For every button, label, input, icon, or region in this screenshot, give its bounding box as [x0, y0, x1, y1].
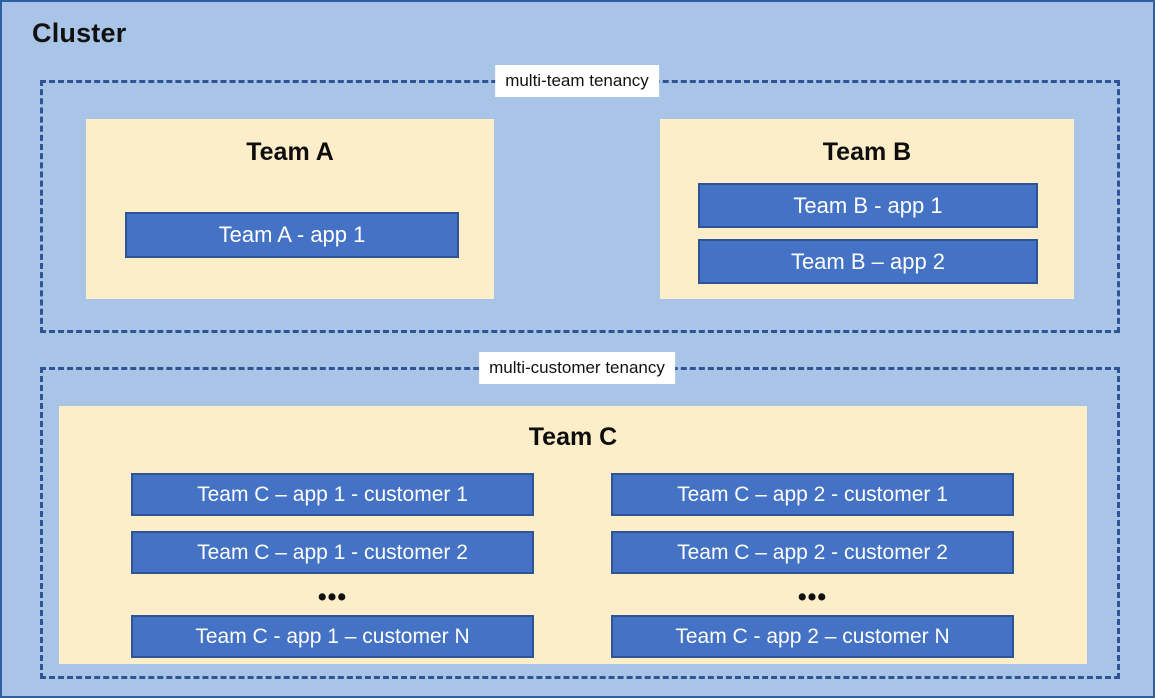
team-c-heading: Team C: [528, 423, 618, 451]
app-team-c-app-2-customer-n[interactable]: Team C - app 2 – customer N: [611, 615, 1014, 658]
app-team-a-app-1[interactable]: Team A - app 1: [125, 212, 459, 258]
ellipsis-team-c-app-2: •••: [797, 583, 828, 611]
tenancy-label-multi-customer: multi-customer tenancy: [479, 352, 675, 384]
tenancy-label-multi-team: multi-team tenancy: [495, 65, 659, 97]
team-b-heading: Team B: [822, 138, 912, 166]
app-team-c-app-2-customer-1[interactable]: Team C – app 2 - customer 1: [611, 473, 1014, 516]
app-team-c-app-1-customer-1[interactable]: Team C – app 1 - customer 1: [131, 473, 534, 516]
ellipsis-team-c-app-1: •••: [317, 583, 348, 611]
app-team-b-app-1[interactable]: Team B - app 1: [698, 183, 1038, 228]
app-team-c-app-1-customer-2[interactable]: Team C – app 1 - customer 2: [131, 531, 534, 574]
team-box-c: Team C Team C – app 1 - customer 1 Team …: [59, 406, 1087, 664]
team-box-b: Team B Team B - app 1 Team B – app 2: [660, 119, 1074, 299]
team-a-heading: Team A: [246, 138, 334, 166]
team-box-a: Team A Team A - app 1: [86, 119, 494, 299]
app-team-b-app-2[interactable]: Team B – app 2: [698, 239, 1038, 284]
cluster-title: Cluster: [32, 18, 127, 48]
app-team-c-app-1-customer-n[interactable]: Team C - app 1 – customer N: [131, 615, 534, 658]
app-team-c-app-2-customer-2[interactable]: Team C – app 2 - customer 2: [611, 531, 1014, 574]
